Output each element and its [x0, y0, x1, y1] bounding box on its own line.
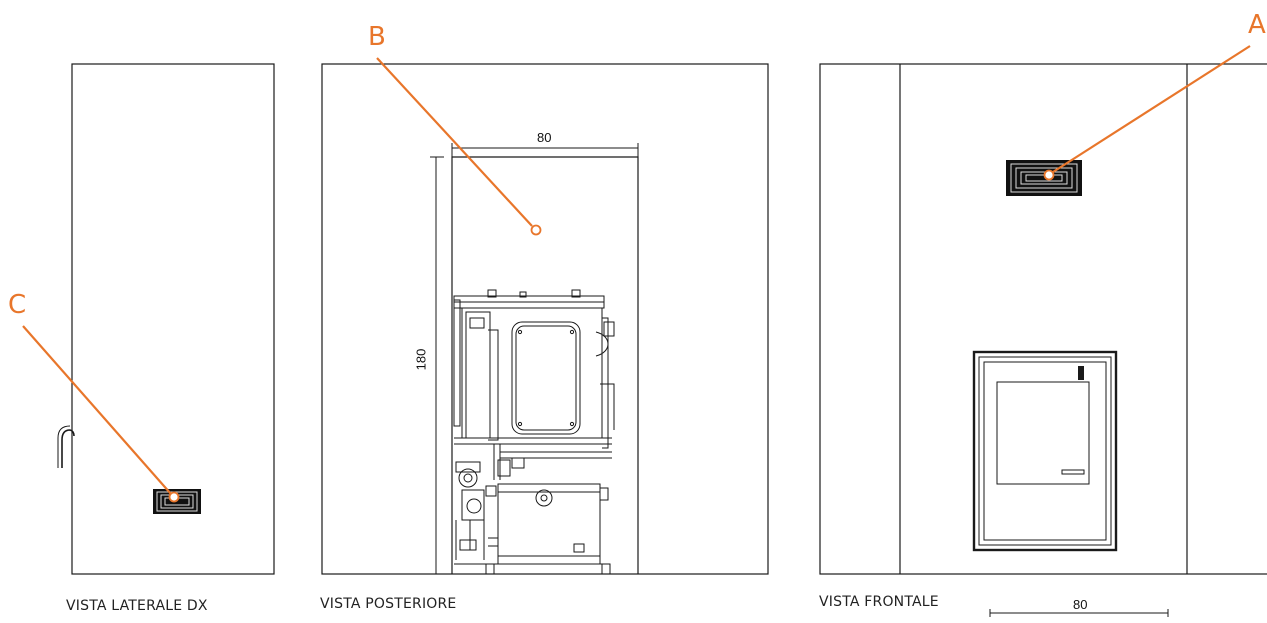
rear-view	[321, 63, 769, 575]
callout-label-a: A	[1248, 10, 1266, 40]
caption-front-view: VISTA FRONTALE	[819, 594, 939, 610]
stove-machinery	[453, 289, 615, 575]
rear-opening	[451, 156, 639, 574]
rear-panel	[321, 63, 769, 575]
leader-b	[376, 57, 542, 236]
front-view	[819, 63, 1267, 617]
rear-height-dimension: 180	[413, 348, 429, 371]
callout-label-b: B	[368, 22, 386, 52]
callout-label-c: C	[8, 290, 27, 320]
caption-rear-view: VISTA POSTERIORE	[320, 596, 457, 612]
front-vent	[1006, 160, 1082, 196]
front-width-dimension: 80	[1073, 597, 1088, 612]
leader-c	[22, 325, 180, 503]
fireplace-door	[972, 350, 1118, 552]
front-panel	[819, 63, 1267, 575]
side-panel	[71, 63, 275, 575]
leader-a	[1043, 45, 1251, 181]
side-view	[57, 63, 275, 575]
caption-side-view: VISTA LATERALE DX	[66, 598, 208, 614]
door-handle	[61, 429, 75, 468]
rear-width-dimension: 80	[537, 130, 552, 145]
